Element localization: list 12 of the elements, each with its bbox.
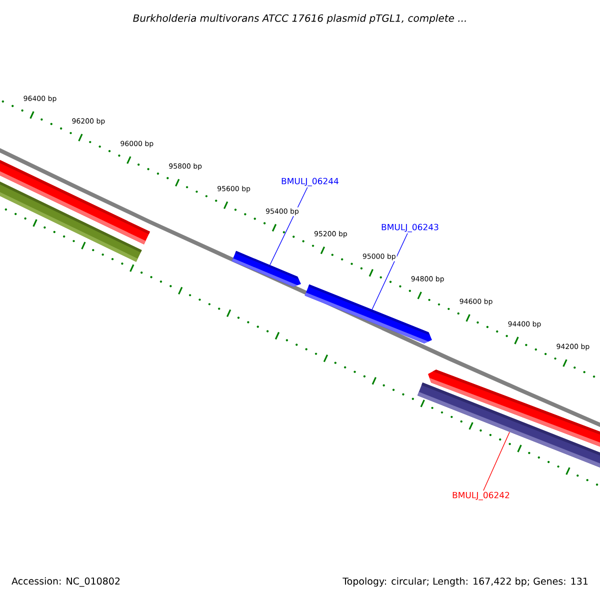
footer-text: Accession: NC_010802 [12,577,120,587]
gene-bar [428,370,600,448]
gene-bar [304,284,432,344]
footer-text: Topology: circular; Length: 167,422 bp; Genes: 131 [342,577,588,587]
leader-line [372,233,408,310]
gene-label: BMULJ_06243 [382,224,438,232]
title: Burkholderia multivorans ATCC 17616 plasmid pTGL1, complete ... [133,14,466,24]
gene-label: BMULJ_06242 [452,492,510,500]
gene-label: BMULJ_06244 [282,178,338,186]
leader-line [483,432,510,491]
gene-bar [232,250,301,287]
leader-line [270,187,308,266]
